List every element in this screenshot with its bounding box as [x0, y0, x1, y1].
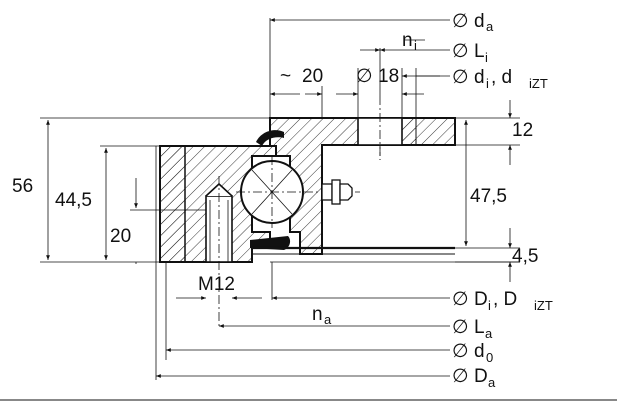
svg-text:n: n	[312, 304, 323, 325]
svg-text:a: a	[485, 326, 493, 341]
svg-text:0: 0	[486, 350, 493, 365]
dimension-47-5: 47,5	[470, 186, 507, 207]
diameter-symbol: ∅	[452, 11, 469, 32]
diameter-symbol: ∅	[452, 317, 469, 338]
svg-text:, D: , D	[493, 289, 517, 310]
svg-text:, d: , d	[491, 67, 512, 88]
svg-text:18: 18	[378, 66, 399, 87]
svg-text:i: i	[488, 298, 491, 313]
bottom-seal-plate	[252, 246, 455, 255]
diameter-symbol: ∅	[356, 66, 373, 87]
svg-text:i: i	[414, 38, 417, 53]
dimension-Da: ∅ D a	[452, 366, 496, 390]
svg-text:L: L	[474, 317, 485, 338]
svg-text:iZT: iZT	[529, 76, 548, 91]
svg-text:a: a	[486, 19, 494, 34]
diameter-symbol: ∅	[452, 41, 469, 62]
dimension-arrows	[46, 18, 512, 378]
svg-text:n: n	[402, 30, 413, 51]
svg-text:i: i	[486, 76, 489, 91]
dimension-12: 12	[512, 120, 533, 141]
dimension-4-5: 4,5	[512, 246, 538, 267]
diameter-symbol: ∅	[452, 289, 469, 310]
outer-ring-mounting-hole	[357, 117, 417, 160]
dimension-Li: ∅ L i	[452, 41, 488, 65]
dimension-La: ∅ L a	[452, 317, 493, 341]
dimension-44-5: 44,5	[55, 190, 92, 211]
dimension-20: 20	[110, 226, 131, 247]
diameter-symbol: ∅	[452, 341, 469, 362]
dimension-approx-20: ~ 20	[280, 66, 323, 87]
svg-text:D: D	[474, 366, 488, 387]
dimension-Di: ∅ D i , D iZT	[452, 289, 553, 313]
dimension-hole-diameter: ∅ 18	[356, 66, 399, 87]
lower-seal	[250, 236, 291, 250]
svg-text:D: D	[474, 289, 488, 310]
dimension-56: 56	[12, 176, 33, 197]
upper-seal	[256, 130, 284, 146]
diameter-symbol: ∅	[452, 67, 469, 88]
svg-text:d: d	[474, 341, 485, 362]
dimension-na: n a	[312, 304, 332, 327]
dimension-ni: n i	[402, 30, 417, 53]
dimension-da: ∅ d a	[452, 11, 494, 34]
svg-text:a: a	[324, 312, 332, 327]
diameter-symbol: ∅	[452, 366, 469, 387]
dimension-d0: ∅ d 0	[452, 341, 493, 365]
grease-nipple-icon	[321, 179, 353, 205]
dimension-di: ∅ d i , d iZT	[452, 67, 548, 91]
svg-text:d: d	[474, 67, 485, 88]
svg-text:L: L	[474, 41, 485, 62]
svg-text:iZT: iZT	[534, 298, 553, 313]
svg-text:i: i	[485, 50, 488, 65]
svg-text:d: d	[474, 11, 485, 32]
thread-size-label: M12	[198, 274, 235, 295]
svg-text:~: ~	[280, 66, 291, 87]
svg-text:20: 20	[302, 66, 323, 87]
svg-text:a: a	[488, 375, 496, 390]
